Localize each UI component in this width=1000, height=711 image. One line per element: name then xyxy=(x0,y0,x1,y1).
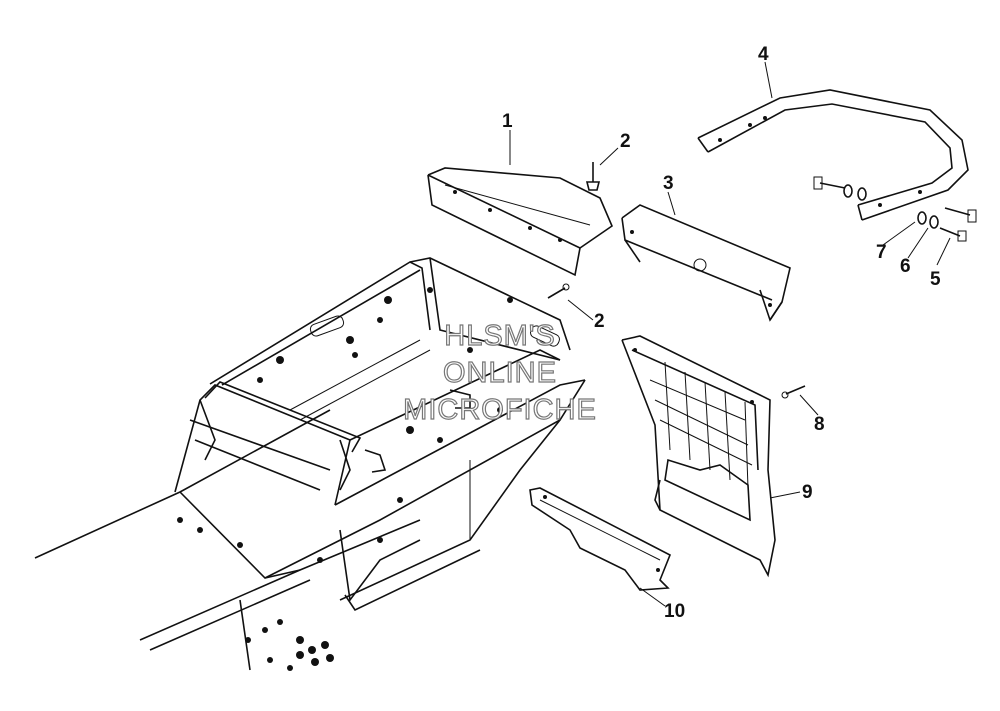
watermark-line-3: MICROFICHE xyxy=(403,394,597,426)
part-1-cover xyxy=(427,167,613,277)
chassis-holes xyxy=(177,287,513,671)
part-7-lockwashers xyxy=(857,187,927,225)
callout-7: 7 xyxy=(876,242,887,263)
callout-5: 5 xyxy=(930,269,941,290)
watermark-line-2: ONLINE xyxy=(443,357,557,389)
callout-10: 10 xyxy=(664,601,685,622)
callout-8: 8 xyxy=(814,414,825,435)
chassis-tunnel xyxy=(34,257,586,671)
part-4-handle xyxy=(697,89,969,221)
callout-1: 1 xyxy=(502,111,513,132)
callout-3: 3 xyxy=(663,173,674,194)
part-5-bolts xyxy=(813,176,977,242)
callout-6: 6 xyxy=(900,256,911,277)
part-3-bracket xyxy=(621,204,791,322)
part-6-washers xyxy=(843,184,939,229)
watermark: HLSM'S ONLINE MICROFICHE xyxy=(403,319,597,426)
callout-2-mid: 2 xyxy=(594,311,605,332)
watermark-line-1: HLSM'S xyxy=(444,320,555,352)
callout-labels: 1 2 2 3 4 5 6 7 8 9 10 xyxy=(502,44,941,622)
callout-4: 4 xyxy=(758,44,769,65)
leader-lines xyxy=(509,61,951,607)
part-2-fastener-top xyxy=(585,162,601,191)
part-9-snowflap xyxy=(621,335,776,578)
callout-2-top: 2 xyxy=(620,131,631,152)
callout-9: 9 xyxy=(802,482,813,503)
part-2-fastener-mid xyxy=(547,283,570,299)
part-10-plate xyxy=(529,487,672,591)
part-8-rivet xyxy=(781,385,806,399)
